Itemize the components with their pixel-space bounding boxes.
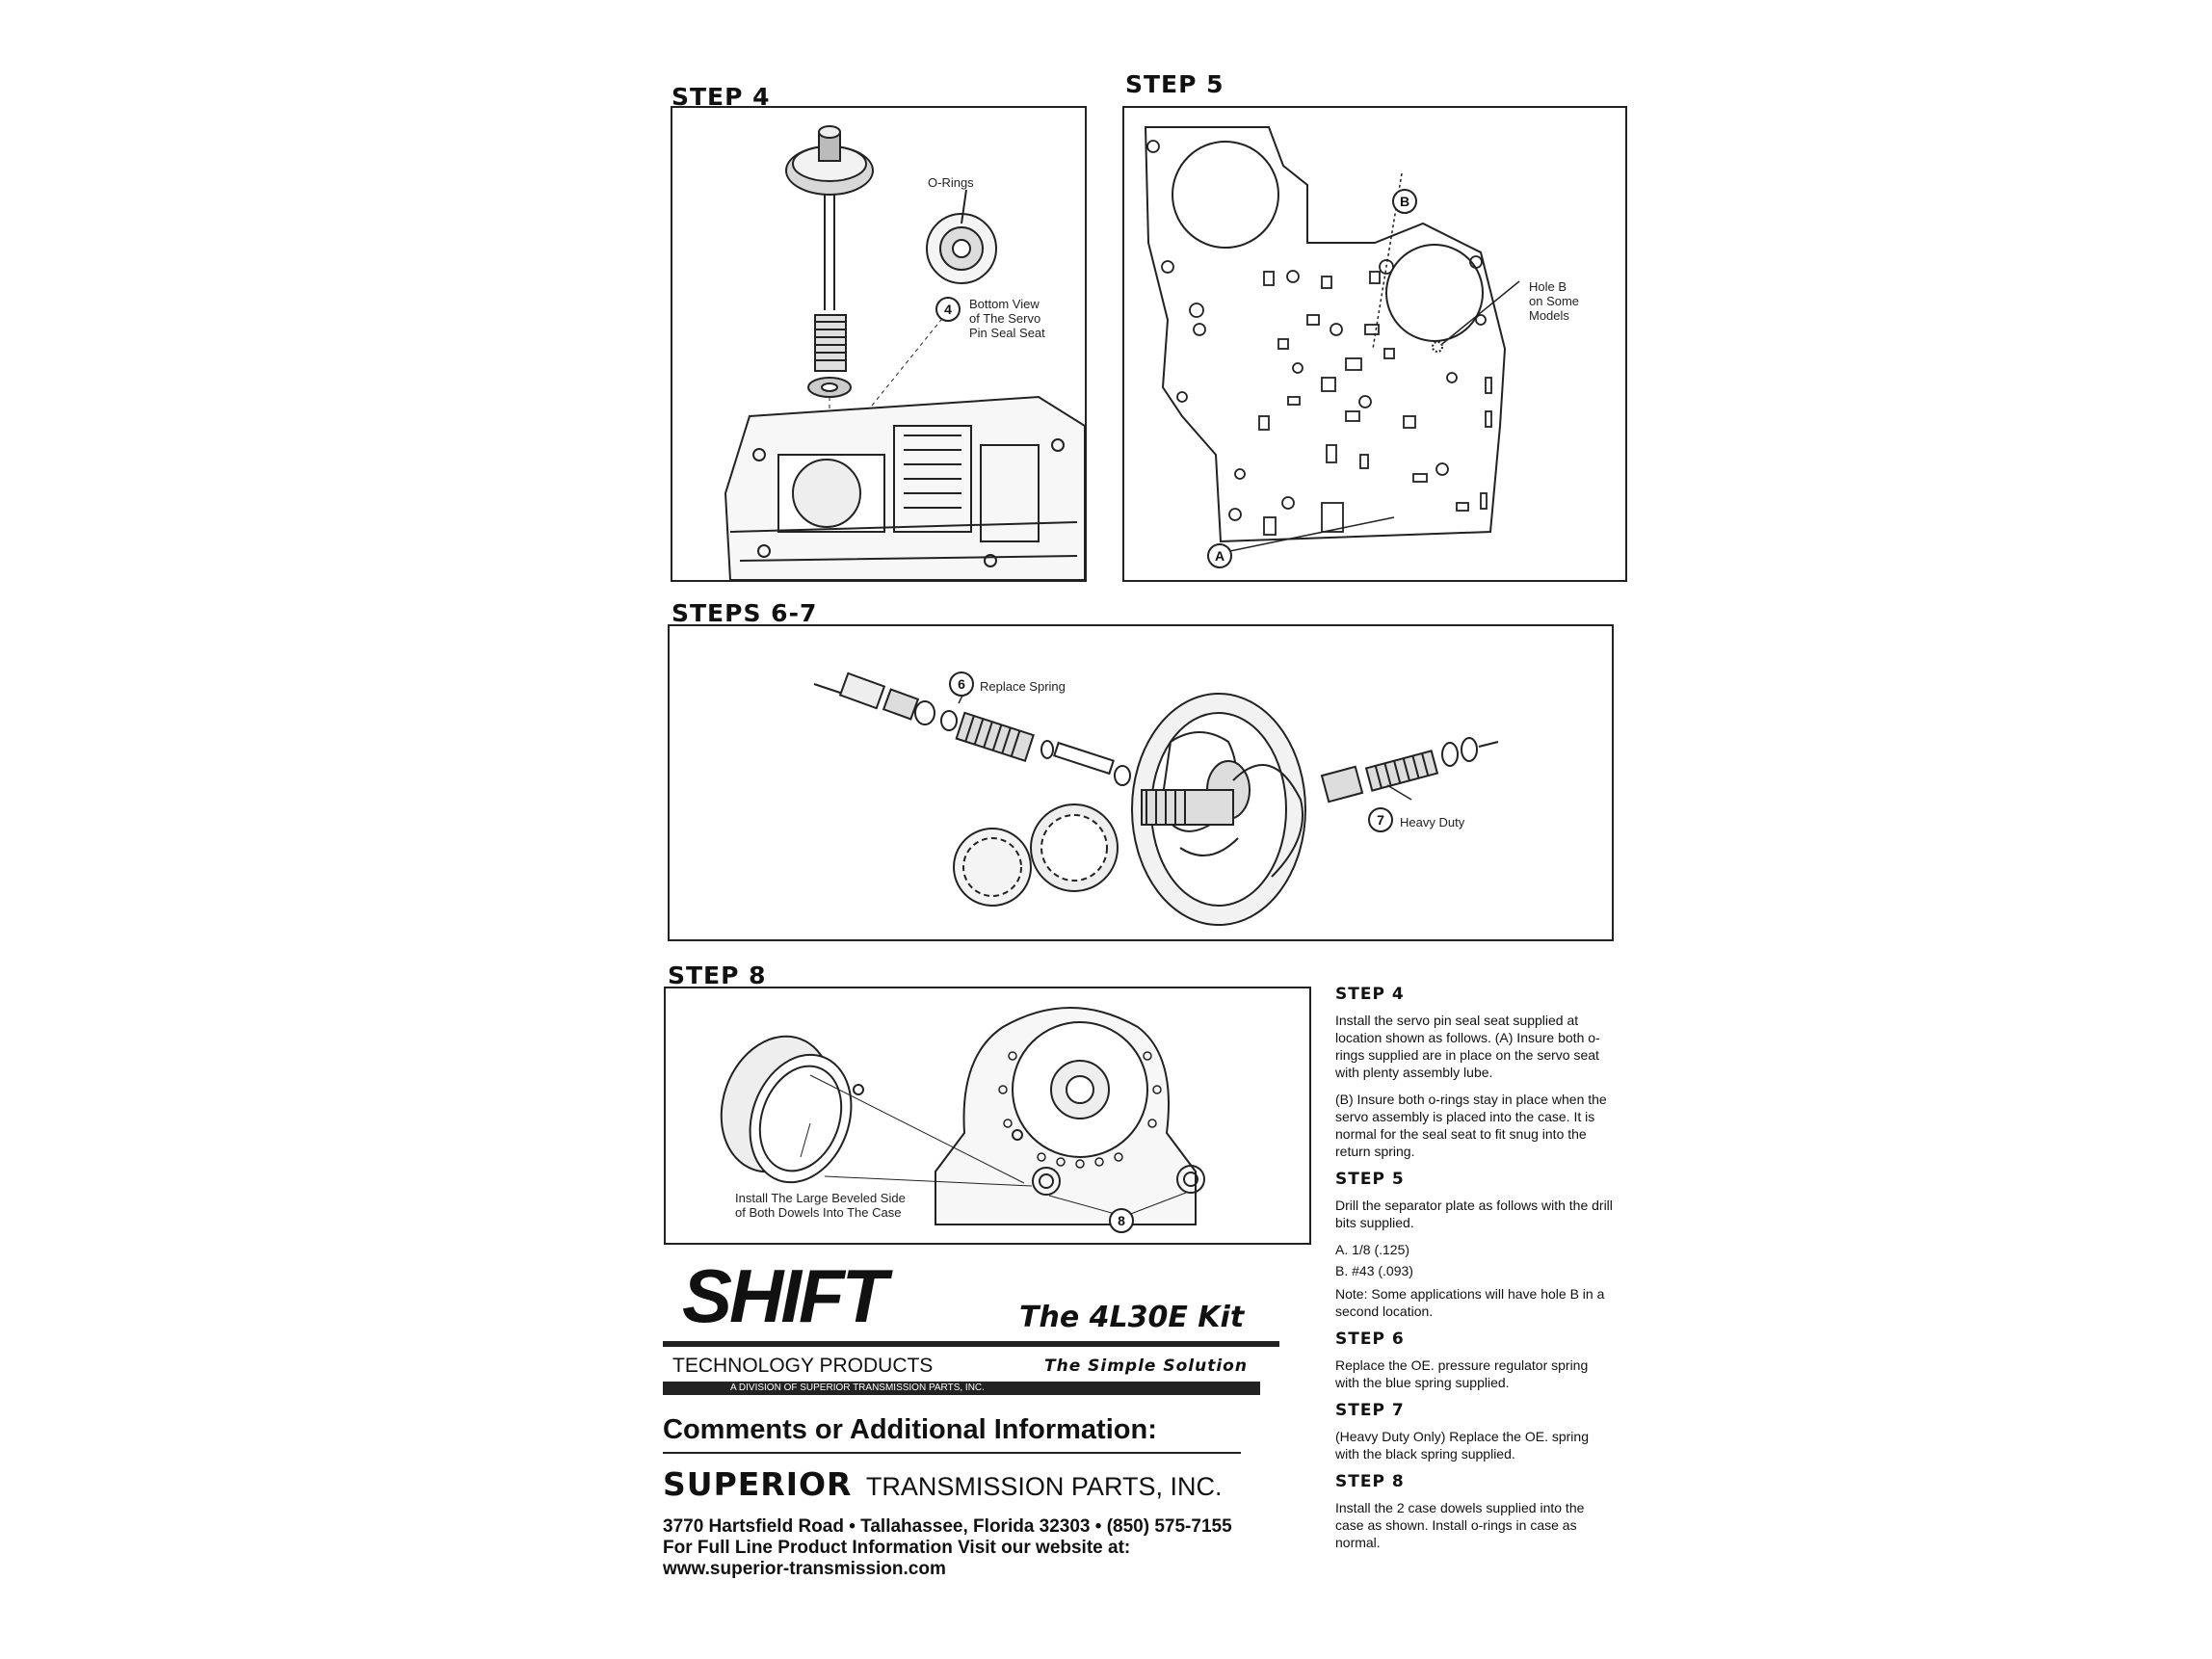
contact-rule bbox=[663, 1452, 1241, 1454]
website-link[interactable]: www.superior-transmission.com bbox=[663, 1559, 946, 1579]
instructions-column: STEP 4 Install the servo pin seal seat s… bbox=[1335, 985, 1615, 1561]
step6-instructions-title: STEP 6 bbox=[1335, 1330, 1405, 1349]
division-text: A DIVISION OF SUPERIOR TRANSMISSION PART… bbox=[730, 1382, 985, 1393]
replace-spring-label: Replace Spring bbox=[980, 679, 1066, 694]
tagline: The Simple Solution bbox=[1044, 1356, 1248, 1376]
callout-b: B bbox=[1392, 189, 1417, 214]
superior-rest: TRANSMISSION PARTS, INC. bbox=[865, 1472, 1223, 1501]
step4-instructions-p1: Install the servo pin seal seat supplied… bbox=[1335, 1013, 1600, 1080]
brand-rule bbox=[663, 1341, 1279, 1347]
steps67-heading: STEPS 6-7 bbox=[672, 599, 818, 627]
step5-drill-a: A. 1/8 (.125) bbox=[1335, 1242, 1410, 1257]
superior-wordmark: SUPERIOR bbox=[663, 1465, 853, 1503]
comments-heading: Comments or Additional Information: bbox=[663, 1414, 1157, 1445]
kit-name: The 4L30E Kit bbox=[1019, 1301, 1245, 1334]
step7-instructions-title: STEP 7 bbox=[1335, 1401, 1405, 1420]
servo-assembly-illustration bbox=[724, 125, 1085, 580]
callout-a: A bbox=[1207, 543, 1232, 568]
callout-8: 8 bbox=[1109, 1208, 1134, 1233]
step4-diagram-panel: O-Rings 4 Bottom View of The Servo Pin S… bbox=[671, 106, 1087, 582]
orings-label: O-Rings bbox=[928, 175, 974, 190]
callout-7: 7 bbox=[1368, 807, 1393, 832]
step5-heading: STEP 5 bbox=[1125, 70, 1224, 98]
step5-diagram-panel: B A Hole B on Some Models bbox=[1122, 106, 1627, 582]
case-dowel-illustration bbox=[720, 1007, 1205, 1225]
install-dowels-label: Install The Large Beveled Side of Both D… bbox=[735, 1191, 906, 1220]
division-bar bbox=[663, 1382, 1260, 1395]
separator-plate-illustration bbox=[1144, 126, 1520, 555]
steps67-diagram-panel: 6 Replace Spring 7 Heavy Duty bbox=[668, 624, 1614, 941]
step4-instructions-title: STEP 4 bbox=[1335, 985, 1405, 1004]
step5-instructions-p1: Drill the separator plate as follows wit… bbox=[1335, 1198, 1613, 1230]
callout-6: 6 bbox=[949, 672, 974, 697]
step8-heading: STEP 8 bbox=[668, 961, 767, 989]
step6-instructions-p: Replace the OE. pressure regulator sprin… bbox=[1335, 1357, 1589, 1390]
step5-instructions-title: STEP 5 bbox=[1335, 1170, 1405, 1189]
contact-block: Comments or Additional Information: SUPE… bbox=[663, 1414, 1289, 1580]
step5-note: Note: Some applications will have hole B… bbox=[1335, 1286, 1605, 1319]
shift-logo: SHIFT bbox=[682, 1253, 887, 1338]
pump-assembly-illustration bbox=[813, 672, 1499, 926]
bottom-view-label: Bottom View of The Servo Pin Seal Seat bbox=[969, 297, 1045, 340]
step4-instructions-p2: (B) Insure both o-rings stay in place wh… bbox=[1335, 1092, 1607, 1159]
step8-instructions-p: Install the 2 case dowels supplied into … bbox=[1335, 1500, 1585, 1550]
technology-products: TECHNOLOGY PRODUCTS bbox=[672, 1355, 934, 1377]
step7-instructions-p: (Heavy Duty Only) Replace the OE. spring… bbox=[1335, 1429, 1589, 1462]
step4-callout: 4 bbox=[935, 297, 961, 322]
step5-drill-b: B. #43 (.093) bbox=[1335, 1263, 1413, 1278]
heavy-duty-label: Heavy Duty bbox=[1400, 815, 1465, 830]
website-intro: For Full Line Product Information Visit … bbox=[663, 1538, 1131, 1558]
step8-diagram-panel: Install The Large Beveled Side of Both D… bbox=[664, 987, 1311, 1245]
step8-instructions-title: STEP 8 bbox=[1335, 1472, 1405, 1491]
hole-b-label: Hole B on Some Models bbox=[1529, 279, 1580, 323]
address-line: 3770 Hartsfield Road • Tallahassee, Flor… bbox=[663, 1516, 1232, 1537]
shift-brand-block: SHIFT The 4L30E Kit TECHNOLOGY PRODUCTS … bbox=[663, 1252, 1289, 1407]
